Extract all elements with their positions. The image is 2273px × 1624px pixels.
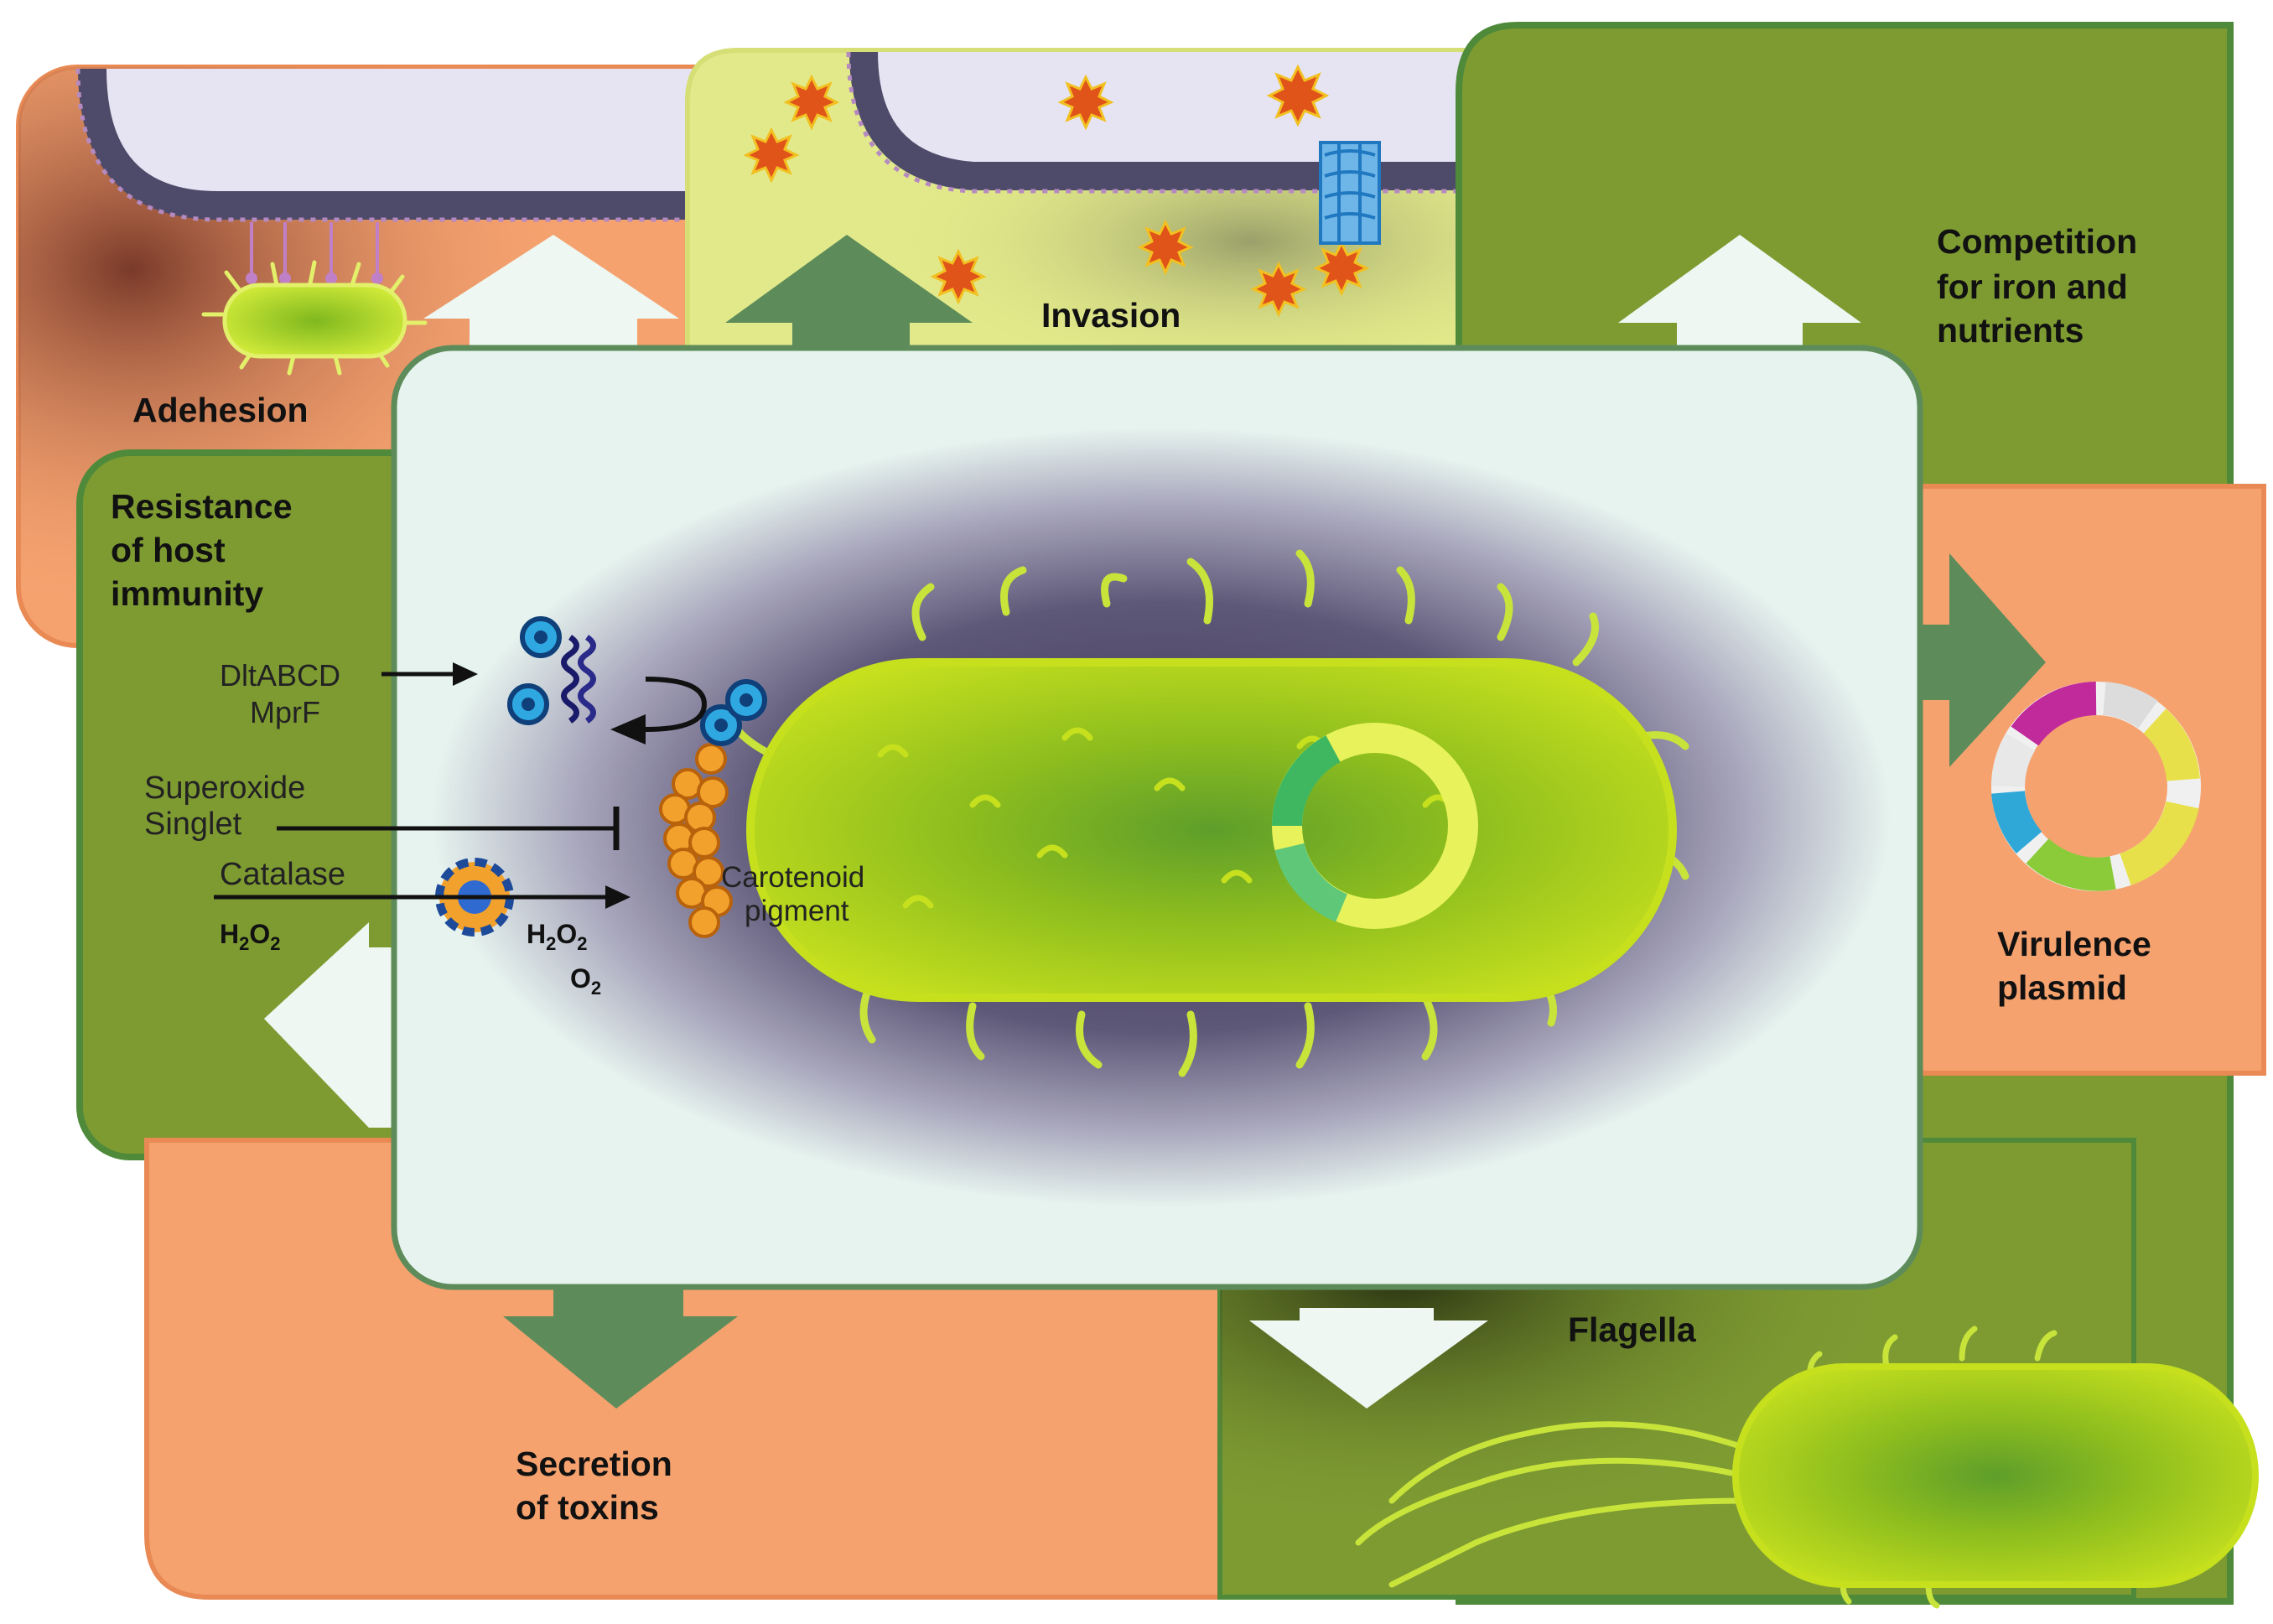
label-virulence-1: Virulence	[1997, 925, 2151, 963]
label-competition-2: for iron and	[1937, 267, 2128, 306]
label-resistance-1: Resistance	[111, 487, 293, 526]
arrow-secretion	[503, 1287, 738, 1409]
arrow-adhesion	[423, 235, 679, 352]
arrow-flagella	[1249, 1308, 1488, 1409]
label-secretion-2: of toxins	[516, 1488, 659, 1527]
bacterium-main	[725, 549, 1689, 1077]
annotation-arrows	[214, 662, 631, 909]
label-resistance-3: immunity	[111, 574, 263, 613]
annot-carotenoid-1: Carotenoid	[721, 861, 864, 894]
label-virulence-2: plasmid	[1997, 968, 2127, 1007]
annot-o2: O2	[570, 963, 601, 999]
label-secretion-1: Secretion	[516, 1445, 672, 1483]
dlt-mprf-molecules	[507, 616, 767, 746]
annot-h2o2-left: H2O2	[220, 919, 281, 954]
label-invasion: Invasion	[1041, 296, 1181, 335]
invasion-particles	[743, 64, 1370, 318]
arrow-competition	[1618, 235, 1861, 352]
label-competition-1: Competition	[1937, 222, 2137, 261]
carotenoid-pigment	[659, 743, 733, 938]
membrane-channel	[1319, 141, 1381, 245]
annot-h2o2-right: H2O2	[527, 919, 588, 954]
arrow-virulence-plasmid	[1920, 553, 2046, 767]
label-flagella: Flagella	[1568, 1310, 1697, 1349]
annot-catalase: Catalase	[220, 857, 345, 892]
label-competition-3: nutrients	[1937, 311, 2084, 350]
annot-mprf: MprF	[250, 695, 320, 729]
virulence-plasmid-ring	[1991, 682, 2201, 891]
adhesion-bacterium	[201, 222, 428, 376]
label-adhesion: Adehesion	[132, 391, 309, 429]
arrow-invasion	[725, 235, 973, 352]
panel-virulence-plasmid	[1901, 484, 2266, 1076]
annot-carotenoid-2: pigment	[745, 895, 849, 927]
annot-superoxide: Superoxide	[144, 770, 305, 806]
arrow-resistance-tip	[264, 922, 369, 1128]
label-resistance-2: of host	[111, 531, 226, 569]
annot-singlet: Singlet	[144, 807, 242, 842]
flagella-bacterium	[1355, 1326, 2259, 1609]
annot-dltabcd: DltABCD	[220, 658, 340, 693]
